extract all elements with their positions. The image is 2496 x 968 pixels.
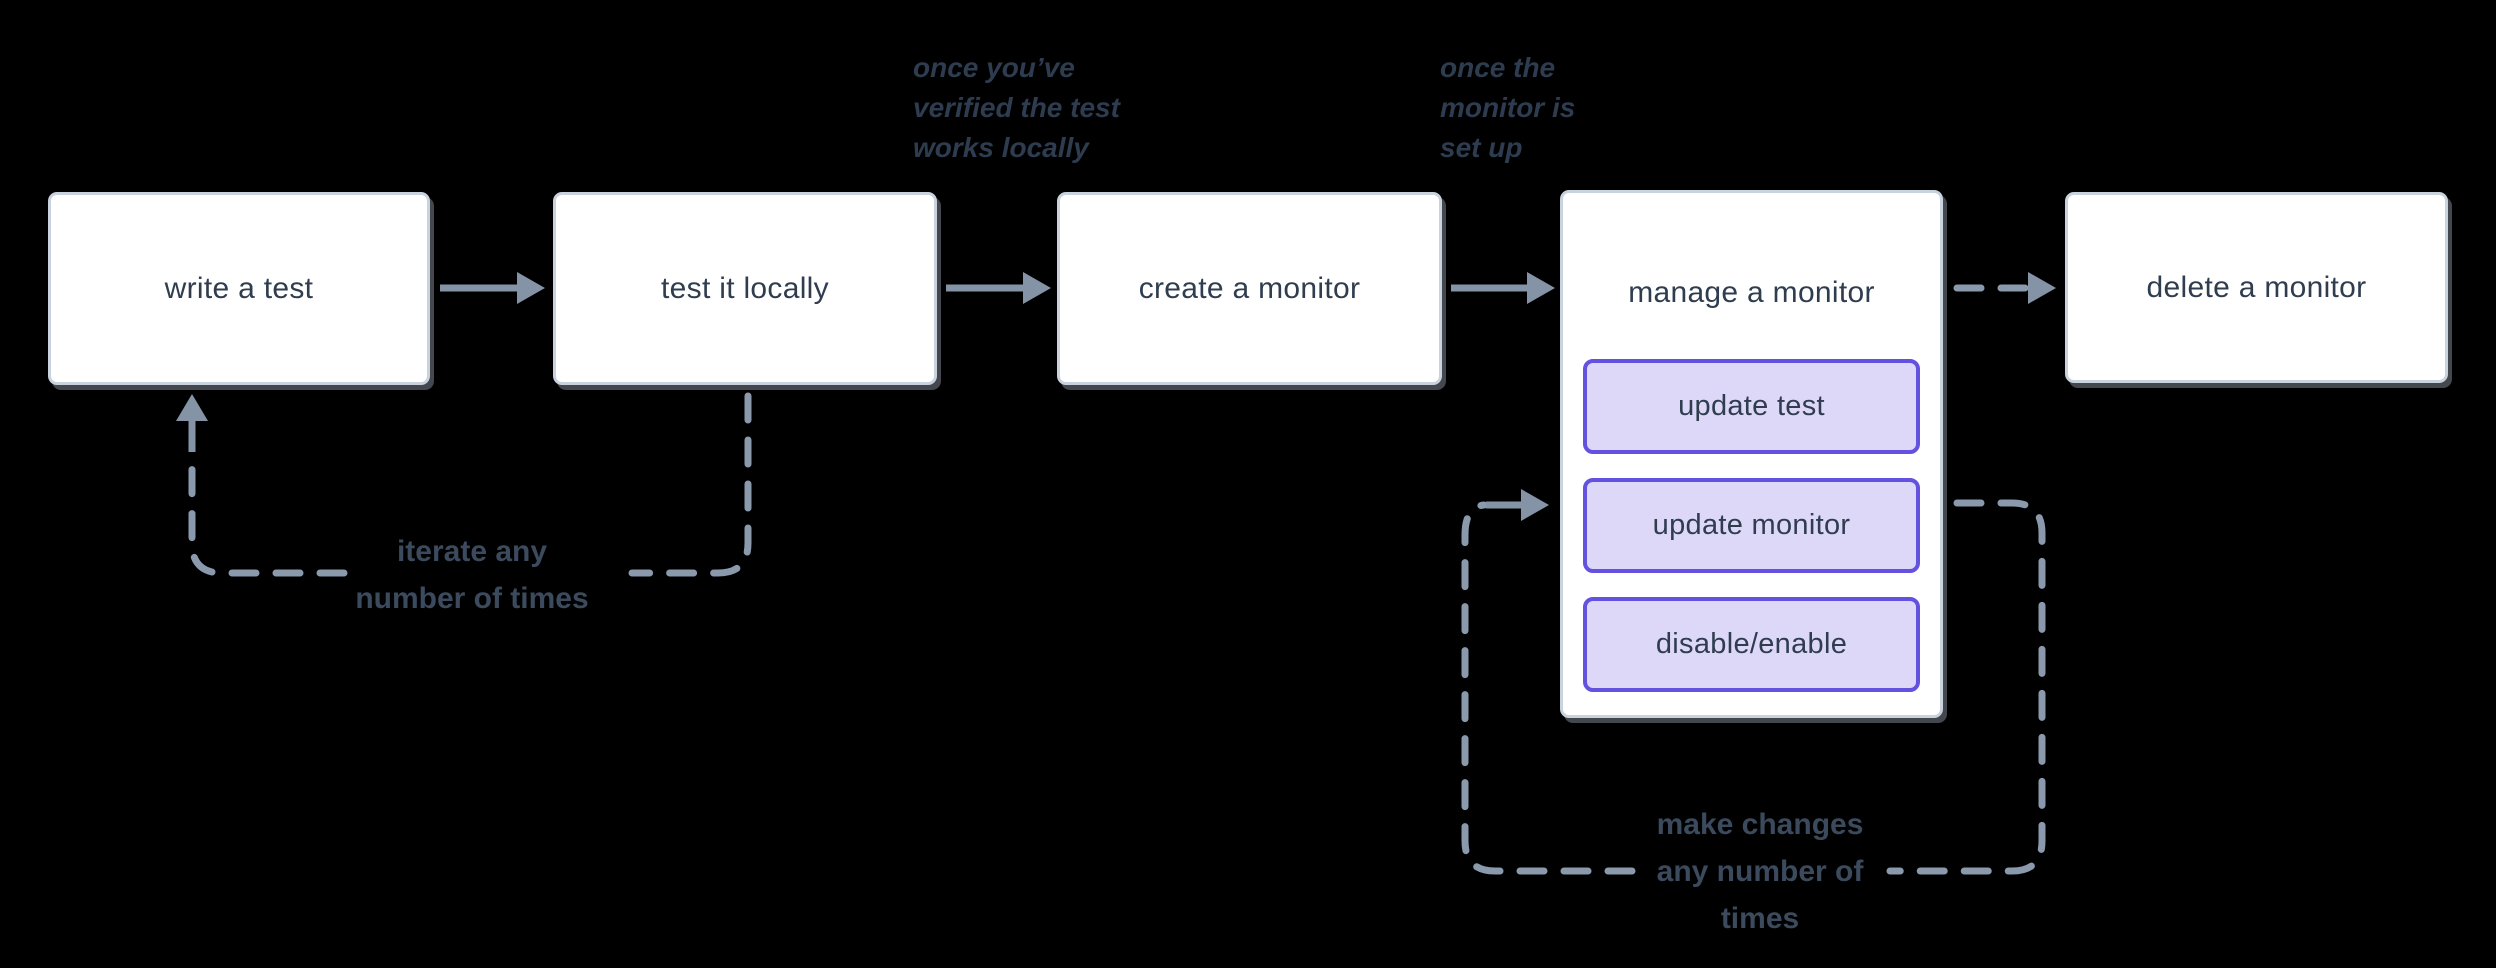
step-label: test it locally bbox=[661, 271, 829, 305]
loop-local-back-to-write-icon bbox=[176, 392, 752, 577]
loop-label-line: number of times bbox=[355, 582, 589, 615]
arrow-local-to-create-icon bbox=[946, 272, 1051, 304]
annotation-line: once the bbox=[1440, 52, 1556, 83]
arrow-manage-to-delete-icon bbox=[1953, 272, 2056, 304]
loop-label-make-changes: make changes any number of times bbox=[1560, 801, 1960, 942]
step-label: delete a monitor bbox=[2146, 270, 2367, 304]
loop-label-line: make changes bbox=[1656, 808, 1864, 841]
annotation-verified-note: once you’ve verified the test works loca… bbox=[913, 48, 1120, 168]
sub-box-label: update test bbox=[1678, 390, 1825, 422]
sub-box-label: update monitor bbox=[1652, 509, 1851, 541]
step-box-test-locally: test it locally bbox=[553, 192, 937, 385]
loop-label-line: any number of bbox=[1656, 855, 1864, 888]
step-label: write a test bbox=[164, 271, 314, 305]
loop-label-line: iterate any bbox=[396, 535, 548, 568]
annotation-line: verified the test bbox=[913, 92, 1120, 123]
annotation-line: monitor is bbox=[1440, 92, 1576, 123]
arrow-create-to-manage-icon bbox=[1451, 272, 1555, 304]
annotation-line: works locally bbox=[913, 132, 1089, 163]
annotation-line: once you’ve bbox=[913, 52, 1075, 83]
loop-label-line: times bbox=[1720, 902, 1800, 935]
loop-label-iterate: iterate any number of times bbox=[272, 528, 672, 622]
step-label: manage a monitor bbox=[1628, 276, 1875, 309]
step-box-create-monitor: create a monitor bbox=[1057, 192, 1442, 385]
annotation-line: set up bbox=[1440, 132, 1523, 163]
arrow-write-to-local-icon bbox=[440, 272, 545, 304]
loop-manage-changes-icon bbox=[1461, 489, 2046, 875]
step-label: create a monitor bbox=[1138, 271, 1361, 305]
step-box-write-test: write a test bbox=[48, 192, 430, 385]
sub-box-label: disable/enable bbox=[1655, 628, 1848, 660]
step-box-delete-monitor: delete a monitor bbox=[2065, 192, 2448, 383]
annotation-setup-note: once the monitor is set up bbox=[1440, 48, 1575, 168]
step-box-manage-monitor: manage a monitor update test update moni… bbox=[1560, 190, 1943, 718]
sub-box-update-monitor: update monitor bbox=[1583, 478, 1920, 573]
sub-box-update-test: update test bbox=[1583, 359, 1920, 454]
sub-box-disable-enable: disable/enable bbox=[1583, 597, 1920, 692]
